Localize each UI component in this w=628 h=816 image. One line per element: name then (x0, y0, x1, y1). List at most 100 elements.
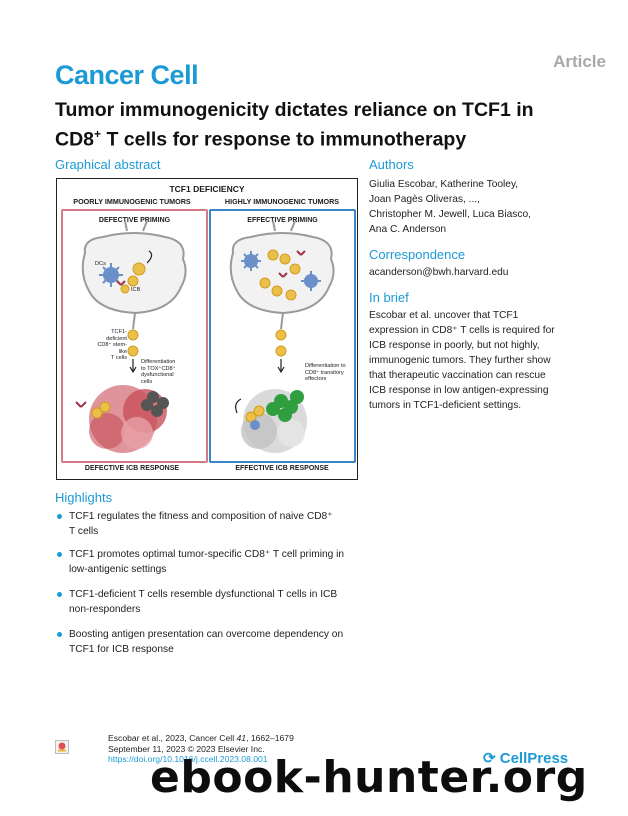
highlight-item: TCF1 regulates the fitness and compositi… (57, 509, 357, 539)
label-icb: ICB (131, 287, 141, 293)
ga-right-foot: EFFECTIVE ICB RESPONSE (235, 465, 329, 472)
label-stem-like: TCF1-deficient CD8⁺ stem-like T cells (93, 329, 127, 362)
antibody-icon (278, 250, 306, 278)
paper-title: Tumor immunogenicity dictates reliance o… (55, 98, 595, 152)
in-brief-line: immunogenic tumors. They further show (369, 355, 551, 366)
ga-right-illustration (229, 220, 335, 453)
title-rest: T cells for response to immunotherapy (101, 128, 467, 151)
in-brief-line: tumors in TCF1-deficient settings. (369, 400, 522, 411)
highlight-text: Boosting antigen presentation can overco… (69, 629, 344, 640)
stem-like-t-cell-icon (275, 329, 287, 341)
stem-like-t-cell-icon (127, 329, 139, 341)
title-line-1: Tumor immunogenicity dictates reliance o… (55, 99, 534, 121)
bullet-icon (57, 552, 62, 557)
publisher-name: CellPress (499, 750, 569, 767)
stem-like-t-cell-icon (275, 345, 287, 357)
label-diff-left-3: dysfunctional (141, 372, 174, 379)
journal-title: Cancer Cell (55, 60, 199, 90)
authors-line: Giulia Escobar, Katherine Tooley, (369, 179, 519, 190)
dendritic-cell-icon (241, 251, 321, 291)
label-diff-right-3: effectors (305, 376, 327, 383)
ga-left-panel: DEFECTIVE PRIMING (61, 209, 208, 463)
bullet-icon (57, 592, 62, 597)
t-cell-icon (120, 262, 146, 294)
cellpress-logo: ⟳ CellPress (483, 749, 568, 767)
citation-volume: 41 (236, 733, 247, 743)
lymph-vessels (272, 220, 296, 330)
ga-left-foot: DEFECTIVE ICB RESPONSE (84, 465, 180, 472)
bullet-icon (57, 514, 62, 519)
in-brief-line: ICB response in low antigen-expressing (369, 385, 549, 396)
lymph-node-shape (229, 232, 335, 315)
in-brief-line: that therapeutic vaccination can rescue (369, 370, 546, 381)
label-diff-right: Differentiation to CD8⁺ transitory effec… (305, 363, 346, 383)
label-stem-3: T cells (110, 355, 127, 362)
lymph-vessels (124, 220, 148, 330)
t-cell-icon (259, 249, 301, 301)
label-diff-left-1: Differentiation (141, 359, 176, 365)
highlight-item: Boosting antigen presentation can overco… (57, 627, 357, 657)
tumor-icon (241, 389, 307, 453)
label-dcs: DCs (95, 261, 106, 267)
highlight-text: TCF1 promotes optimal tumor-specific CD8… (69, 549, 345, 560)
label-diff-left-2: to TOX⁺CD8⁺ (141, 365, 176, 372)
ga-left-illustration (75, 220, 187, 453)
highlights-heading: Highlights (55, 490, 113, 505)
label-stem-1: TCF1-deficient (106, 329, 127, 342)
tumor-icon (89, 385, 169, 453)
antibody-icon (116, 280, 126, 286)
label-diff-left-4: cells (141, 378, 153, 385)
authors-heading: Authors (369, 157, 414, 172)
correspondence-email[interactable]: acanderson@bwh.harvard.edu (369, 267, 509, 278)
authors-line: Ana C. Anderson (369, 224, 447, 235)
watermark-text: ebook-hunter.org (150, 752, 588, 803)
ga-right-panel: EFFECTIVE PRIMING (209, 209, 356, 463)
citation-block: Escobar et al., 2023, Cancer Cell 41, 16… (108, 733, 294, 765)
curved-arrow-icon (146, 250, 153, 264)
article-type-tag: Article (553, 52, 606, 71)
label-diff-right-2: CD8⁺ transitory (305, 369, 344, 376)
bullet-icon (57, 632, 62, 637)
authors-list: Giulia Escobar, Katherine Tooley, Joan P… (369, 177, 531, 237)
highlight-text: non-responders (69, 604, 141, 615)
ga-right-column-head: HIGHLY IMMUNOGENIC TUMORS (224, 197, 340, 206)
stem-like-t-cell-icon (127, 345, 139, 357)
citation-line: Escobar et al., 2023, Cancer Cell 41, 16… (108, 733, 294, 744)
citation-pages: , 1662–1679 (246, 733, 294, 743)
authors-line: Joan Pagès Oliveras, ..., (369, 194, 480, 205)
title-cd8: CD8 (55, 128, 95, 151)
highlight-text: TCF1 for ICB response (69, 644, 174, 655)
title-line-2: CD8+ T cells for response to immunothera… (55, 122, 595, 152)
graphical-abstract-figure: TCF1 DEFICIENCY POORLY IMMUNOGENIC TUMOR… (56, 178, 358, 480)
highlight-text: low-antigenic settings (69, 564, 167, 575)
title-superscript: + (94, 127, 102, 141)
ga-title: TCF1 DEFICIENCY (169, 184, 245, 194)
citation-text: Escobar et al., 2023, Cancer Cell (108, 733, 237, 743)
graphical-abstract-heading: Graphical abstract (55, 157, 161, 172)
label-stem-2: CD8⁺ stem-like (97, 342, 127, 355)
in-brief-text: Escobar et al. uncover that TCF1 express… (369, 308, 555, 413)
ga-left-column-head: POORLY IMMUNOGENIC TUMORS (73, 197, 191, 206)
antibody-icon (75, 401, 87, 408)
highlight-text: TCF1 regulates the fitness and compositi… (69, 511, 333, 522)
doi-link[interactable]: https://doi.org/10.1016/j.ccell.2023.08.… (108, 754, 268, 764)
authors-line: Christopher M. Jewell, Luca Biasco, (369, 209, 531, 220)
in-brief-line: Escobar et al. uncover that TCF1 (369, 310, 519, 321)
copyright-line: September 11, 2023 © 2023 Elsevier Inc. (108, 743, 265, 754)
crossmark-icon[interactable] (55, 740, 69, 754)
ga-right-panel-head: EFFECTIVE PRIMING (247, 217, 318, 224)
in-brief-line: expression in CD8⁺ T cells is required f… (369, 325, 555, 336)
highlight-text: T cells (69, 526, 99, 537)
dendritic-cell-icon (99, 263, 123, 287)
ga-left-panel-head: DEFECTIVE PRIMING (98, 217, 171, 224)
highlight-item: TCF1 promotes optimal tumor-specific CD8… (57, 547, 357, 577)
highlight-text: TCF1-deficient T cells resemble dysfunct… (69, 589, 338, 600)
curved-arrow-icon (235, 398, 242, 414)
cellpress-logo-icon: ⟳ (483, 750, 496, 767)
label-diff-left: Differentiation to TOX⁺CD8⁺ dysfunctiona… (141, 359, 176, 385)
in-brief-line: ICB response in poorly, but not highly, (369, 340, 540, 351)
in-brief-heading: In brief (369, 290, 409, 305)
highlight-item: TCF1-deficient T cells resemble dysfunct… (57, 587, 357, 617)
correspondence-heading: Correspondence (369, 247, 466, 262)
label-diff-right-1: Differentiation to (305, 363, 346, 369)
